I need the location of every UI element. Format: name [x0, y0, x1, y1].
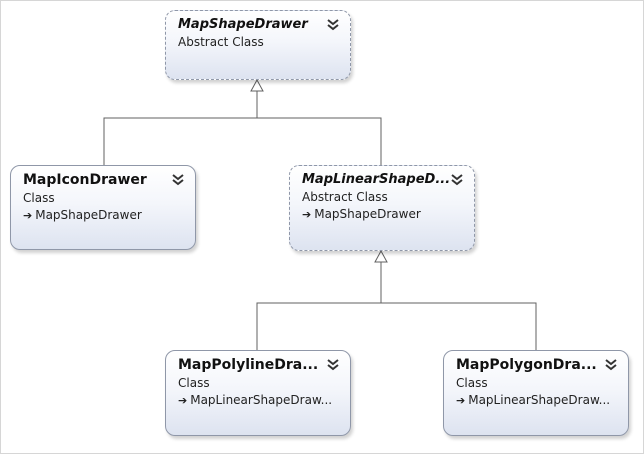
connector-polyline-drawer	[256, 302, 381, 350]
class-node-map-icon-drawer[interactable]: MapIconDrawer Class ➔MapShapeDrawer	[10, 165, 196, 250]
base-class: ➔MapShapeDrawer	[23, 208, 185, 222]
connector-polygon-drawer	[381, 302, 537, 350]
inherits-arrow-icon: ➔	[178, 394, 188, 407]
base-class-name: MapLinearShapeDraw...	[190, 393, 333, 407]
class-title: MapIconDrawer	[23, 172, 147, 188]
class-node-map-linear-shape-drawer[interactable]: MapLinearShapeD... Abstract Class ➔MapSh…	[289, 165, 475, 251]
class-kind: Class	[23, 191, 55, 205]
base-class: ➔MapLinearShapeDraw...	[456, 393, 618, 407]
class-kind: Abstract Class	[178, 35, 264, 49]
inherits-arrow-icon: ➔	[302, 208, 312, 221]
base-class-name: MapShapeDrawer	[35, 208, 142, 222]
base-class: ➔MapLinearShapeDraw...	[178, 393, 340, 407]
chevron-double-down-icon[interactable]	[448, 171, 466, 189]
class-title: MapShapeDrawer	[178, 17, 308, 32]
chevron-double-down-icon[interactable]	[324, 16, 342, 34]
chevron-double-down-icon[interactable]	[169, 171, 187, 189]
class-kind: Abstract Class	[302, 190, 388, 204]
connector-icon-drawer	[103, 117, 257, 165]
inherits-arrow-icon: ➔	[456, 394, 466, 407]
base-class-name: MapLinearShapeDraw...	[468, 393, 611, 407]
class-node-map-polygon-drawer[interactable]: MapPolygonDra... Class ➔MapLinearShapeDr…	[443, 350, 629, 436]
connector-linear-shape-drawer	[257, 117, 382, 165]
base-class: ➔MapShapeDrawer	[302, 207, 464, 221]
class-title: MapLinearShapeD...	[302, 172, 451, 187]
chevron-double-down-icon[interactable]	[602, 356, 620, 374]
inheritance-arrowhead-mid	[374, 249, 388, 263]
base-class-name: MapShapeDrawer	[314, 207, 421, 221]
class-title: MapPolygonDra...	[456, 357, 597, 373]
class-node-map-shape-drawer[interactable]: MapShapeDrawer Abstract Class	[165, 10, 351, 80]
chevron-double-down-icon[interactable]	[324, 356, 342, 374]
class-kind: Class	[456, 376, 488, 390]
class-node-map-polyline-drawer[interactable]: MapPolylineDra... Class ➔MapLinearShapeD…	[165, 350, 351, 436]
inherits-arrow-icon: ➔	[23, 209, 33, 222]
inheritance-arrowhead-top	[250, 78, 264, 92]
class-kind: Class	[178, 376, 210, 390]
class-title: MapPolylineDra...	[178, 357, 319, 373]
